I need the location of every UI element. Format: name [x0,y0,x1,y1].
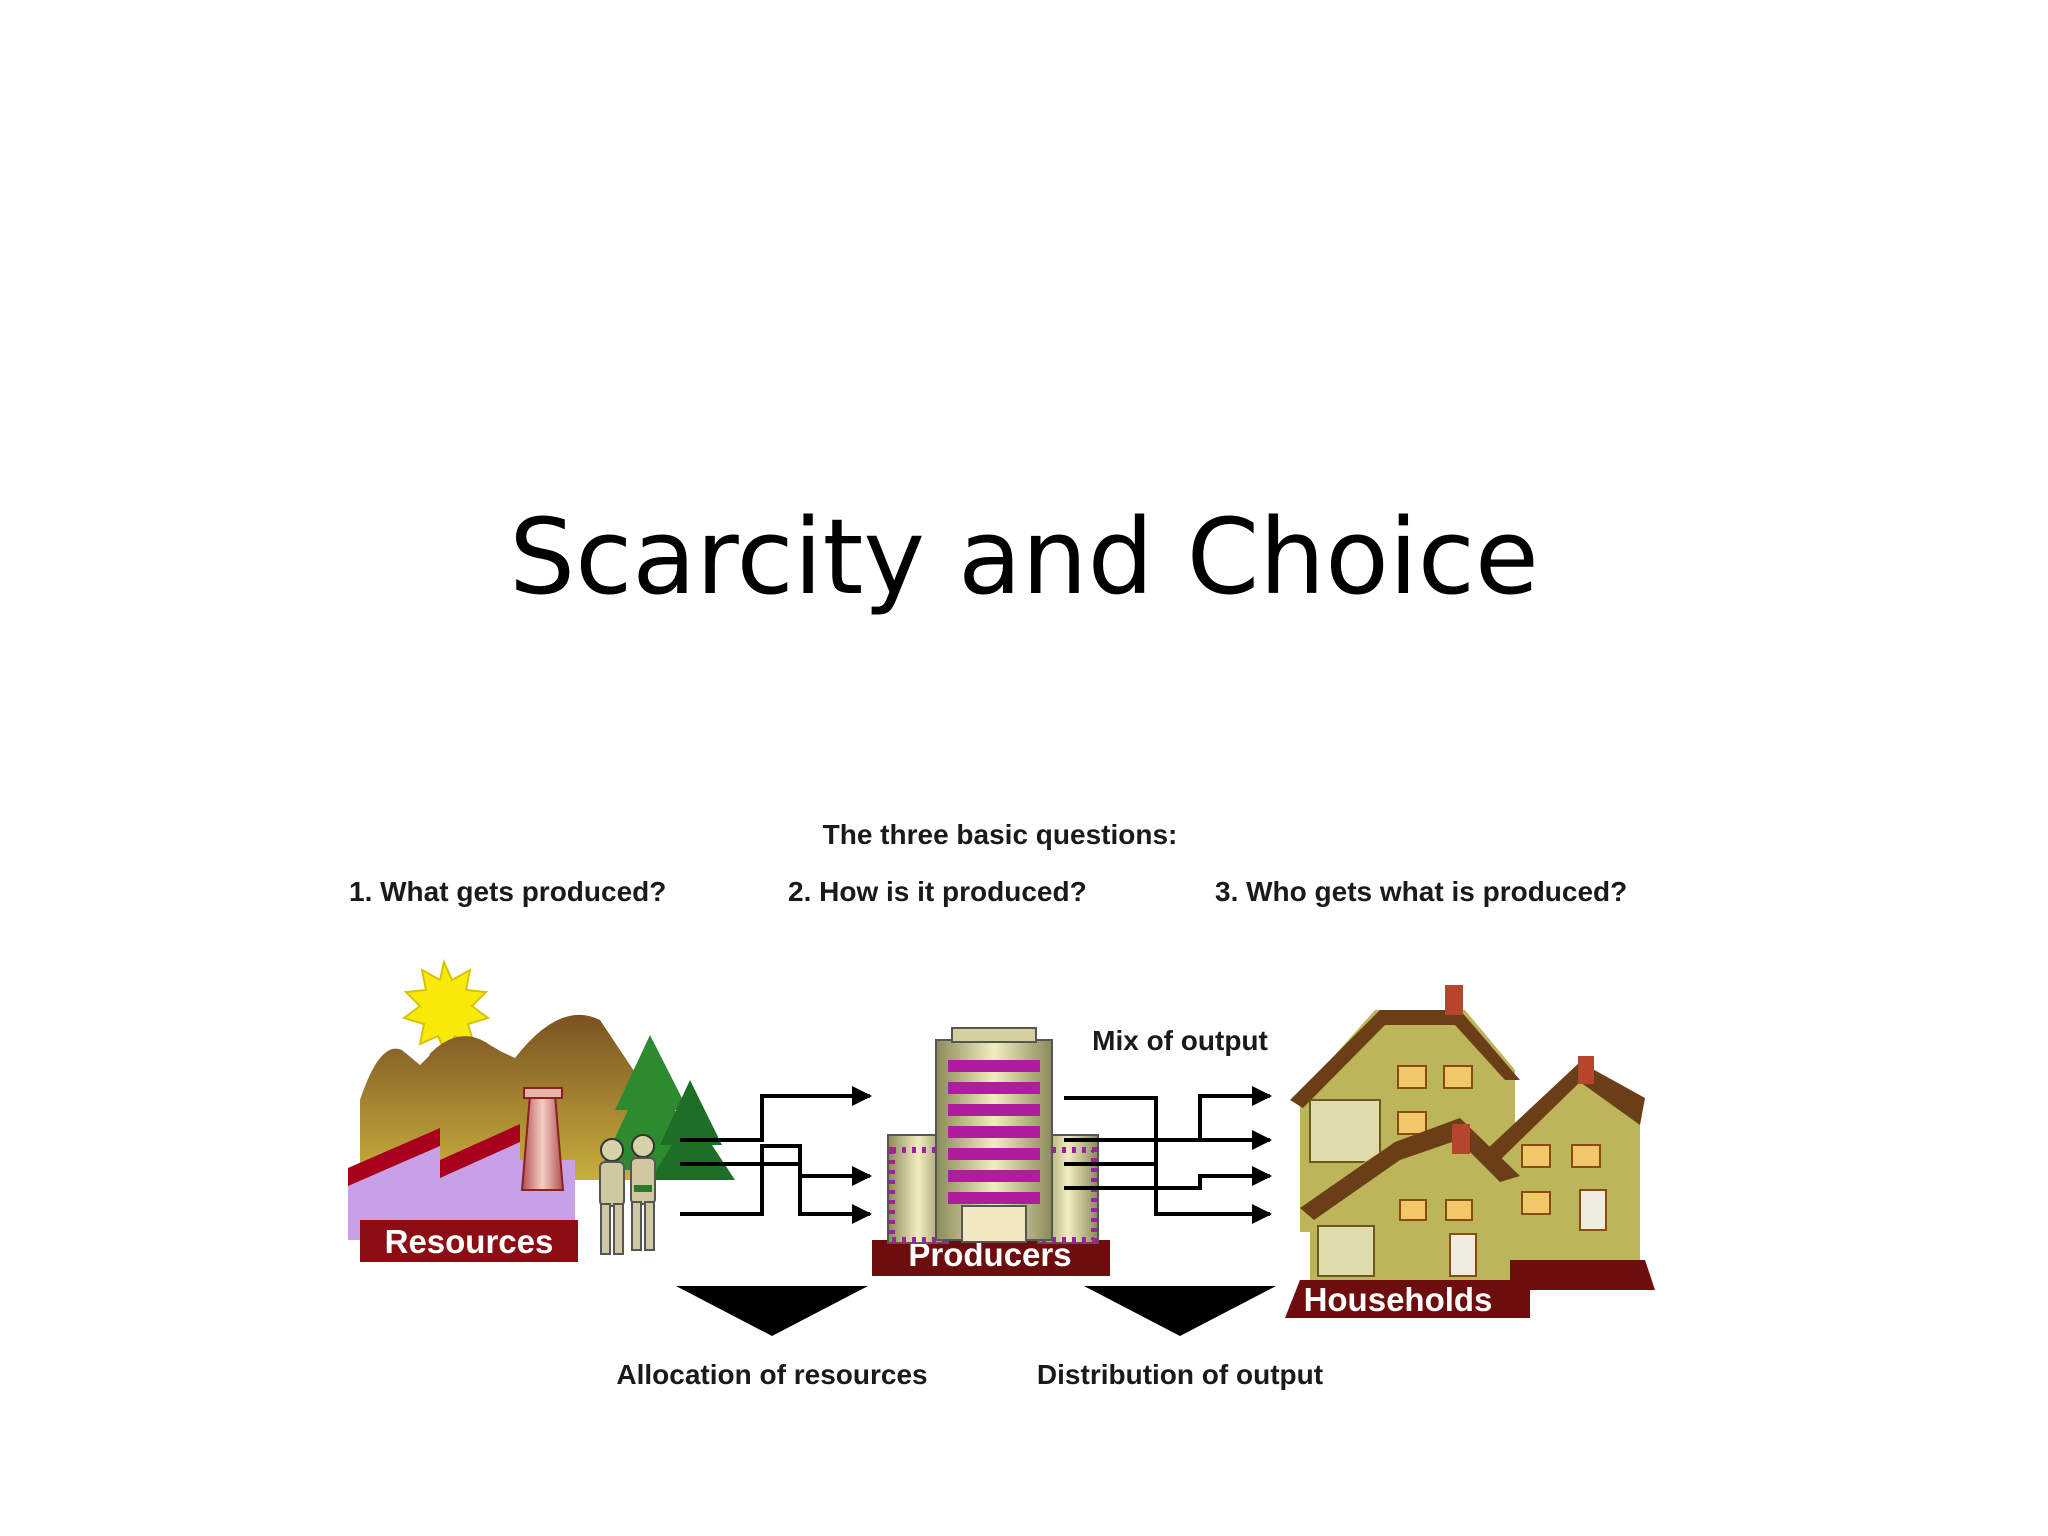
producers-illustration: Producers [872,1027,1110,1276]
mix-of-output-label: Mix of output [1092,1025,1268,1056]
house-icon [1486,1056,1655,1290]
question-3: 3. Who gets what is produced? [1215,876,1627,907]
questions-heading: The three basic questions: [823,819,1178,850]
question-2: 2. How is it produced? [788,876,1087,907]
distribution-arrow [1084,1286,1276,1336]
households-illustration: Households [1285,985,1655,1318]
households-label: Households [1304,1281,1493,1318]
flow-arrows-right [1064,1086,1272,1224]
allocation-arrow [676,1286,868,1336]
workers-icon [599,1134,656,1255]
resources-label: Resources [385,1223,554,1260]
house-icon [1300,1118,1520,1280]
slide-title: Scarcity and Choice [509,496,1539,618]
building-icon [948,1060,1040,1204]
flow-arrows-left [680,1086,872,1224]
distribution-label: Distribution of output [1037,1359,1323,1390]
resources-illustration: Resources [348,958,735,1262]
question-1: 1. What gets produced? [349,876,666,907]
allocation-label: Allocation of resources [616,1359,927,1390]
